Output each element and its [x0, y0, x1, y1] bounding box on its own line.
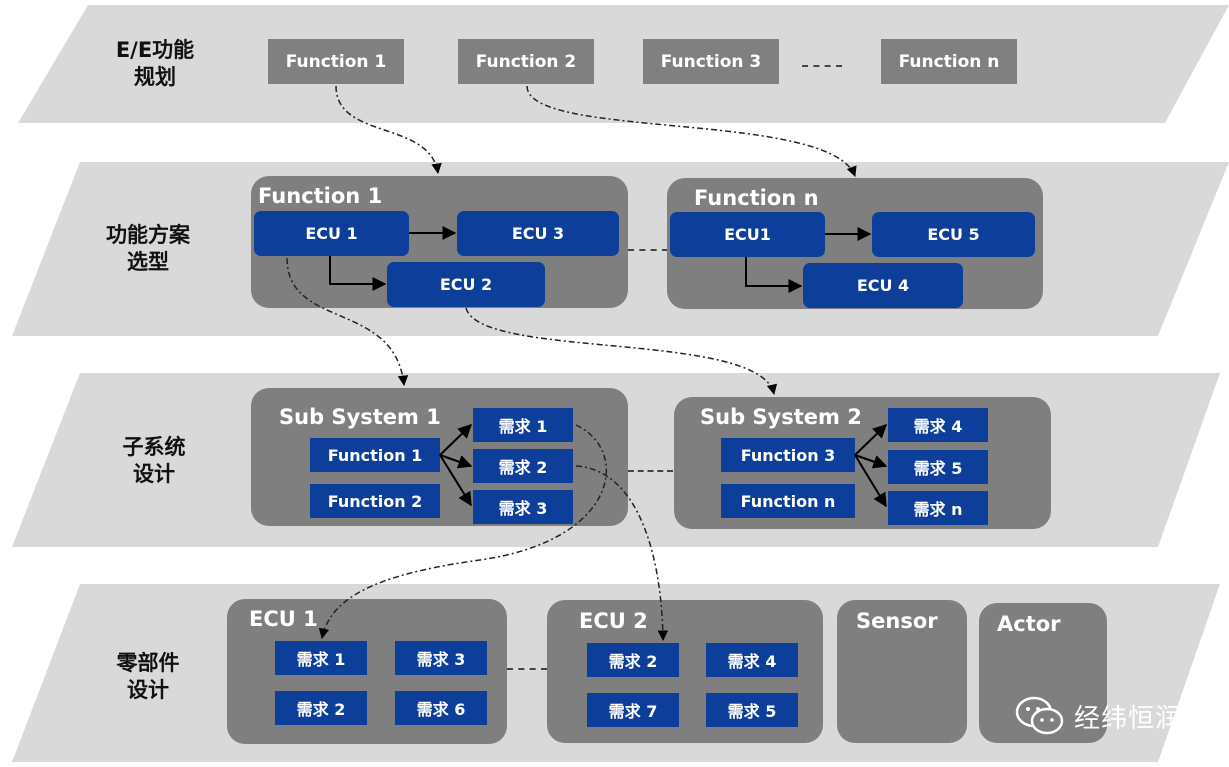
subsystem-function-1: Function 1: [310, 438, 440, 472]
component-panel-separator: [507, 668, 547, 670]
subsystem-req-2: 需求 2: [473, 449, 573, 483]
wechat-icon: [1015, 696, 1064, 735]
component-panel-title: ECU 1: [249, 607, 318, 631]
selection-ecu-1: ECU 1: [254, 211, 409, 256]
component-panel-title: ECU 2: [579, 609, 648, 633]
selection-ecu-2: ECU 2: [387, 262, 545, 307]
component-panel-title: Actor: [997, 612, 1061, 636]
subsystem-function-3: Function 3: [721, 438, 855, 472]
subsystem-function-n: Function n: [721, 484, 855, 518]
component-panel-sensor: [837, 600, 967, 743]
layer-label-selection: 功能方案 选型: [106, 223, 190, 274]
subsystem-req-4: 需求 4: [888, 408, 988, 442]
selection-ecu-3: ECU 3: [457, 211, 619, 256]
trace-function1-to-selection: [335, 85, 442, 175]
selection-panel-title: Function 1: [258, 184, 383, 208]
subsystem-req-n: 需求 n: [888, 491, 988, 525]
subsystem-function-2: Function 2: [310, 484, 440, 518]
planning-function-2: Function 2: [458, 39, 594, 84]
subsystem-panel-title: Sub System 2: [700, 405, 862, 429]
component-req-3: 需求 3: [395, 641, 487, 675]
component-req-5: 需求 5: [706, 693, 798, 727]
subsystem-panel-title: Sub System 1: [279, 405, 441, 429]
selection-panel-title: Function n: [694, 186, 819, 210]
component-req-2: 需求 2: [587, 643, 679, 677]
layer-label-subsystem: 子系统 设计: [122, 435, 186, 486]
selection-panel-separator: [628, 249, 668, 251]
planning-function-n: Function n: [881, 39, 1017, 84]
selection-ecu-4: ECU 4: [803, 263, 963, 308]
component-req-7: 需求 7: [587, 693, 679, 727]
component-panel-title: Sensor: [856, 609, 938, 633]
subsystem-panel-separator: [628, 470, 673, 472]
subsystem-req-1: 需求 1: [473, 408, 573, 442]
planning-function-1: Function 1: [268, 39, 404, 84]
planning-ellipsis-dash: [802, 65, 842, 67]
component-req-2: 需求 2: [275, 691, 367, 725]
selection-ecu-5: ECU 5: [872, 212, 1035, 257]
planning-function-3: Function 3: [643, 39, 779, 84]
trace-arrows: [286, 85, 857, 642]
component-req-1: 需求 1: [275, 641, 367, 675]
subsystem-req-3: 需求 3: [473, 490, 573, 524]
component-req-4: 需求 4: [706, 643, 798, 677]
selection-ecu1: ECU1: [670, 212, 825, 257]
trace-ecu2-to-subsystem2: [465, 307, 778, 396]
trace-functionn-to-selection: [526, 85, 857, 177]
layer-label-component: 零部件 设计: [116, 651, 180, 702]
layer-label-planning: E/E功能 规划: [115, 38, 195, 89]
subsystem-req-5: 需求 5: [888, 450, 988, 484]
watermark: 经纬恒润: [1014, 694, 1182, 738]
watermark-text: 经纬恒润: [1074, 703, 1183, 734]
component-req-6: 需求 6: [395, 691, 487, 725]
